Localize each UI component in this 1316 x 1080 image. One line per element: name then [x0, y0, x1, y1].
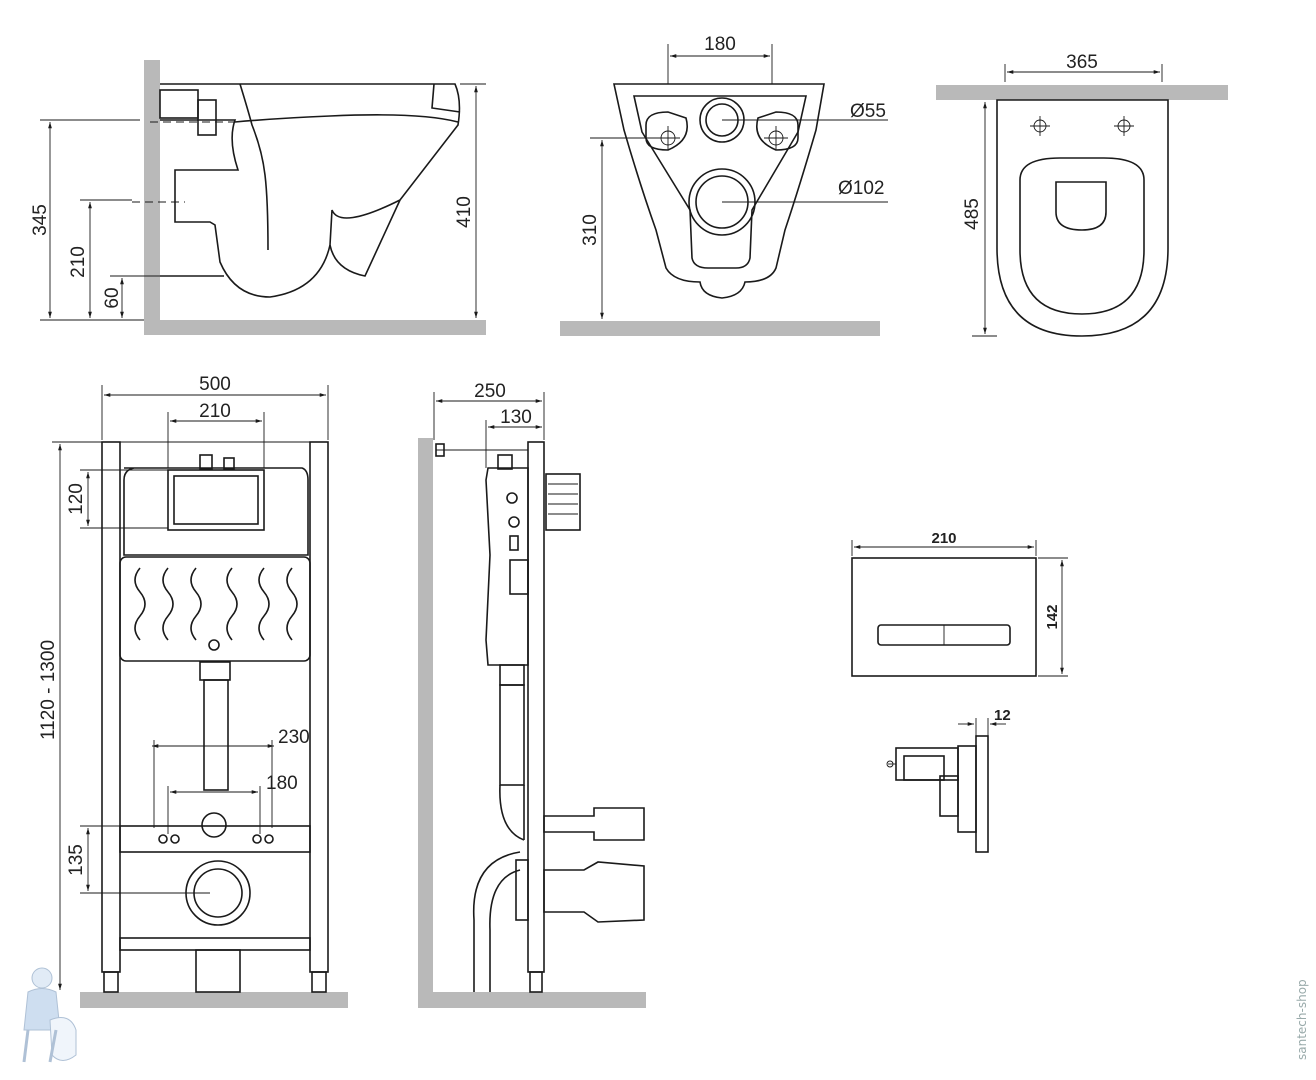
- dim-d55: Ø55: [850, 101, 886, 122]
- flush-button-side: 12: [886, 707, 1011, 853]
- dim-230: 230: [278, 727, 310, 748]
- floor: [418, 992, 646, 1008]
- dim-135: 135: [66, 844, 87, 876]
- dim-210-tank: 210: [199, 401, 231, 422]
- dim-d102: Ø102: [838, 178, 884, 199]
- bowl-back-view: 180 Ø55 Ø102 310: [560, 34, 888, 336]
- dim-60: 60: [102, 287, 123, 308]
- dim-500: 500: [199, 374, 231, 395]
- dim-410: 410: [454, 196, 475, 228]
- watermark: santech-shop: [1295, 979, 1309, 1060]
- dim-250: 250: [474, 381, 506, 402]
- dim-130: 130: [500, 407, 532, 428]
- dim-210: 210: [68, 246, 89, 278]
- dim-310: 310: [580, 214, 601, 246]
- dim-180-holes: 180: [266, 773, 298, 794]
- dim-120: 120: [66, 483, 87, 515]
- dim-1120-1300: 1120 - 1300: [38, 640, 59, 740]
- bowl-side-view: 345 210 60 410: [30, 60, 486, 335]
- plumber-mascot-logo: [22, 967, 77, 1063]
- dim-485: 485: [962, 198, 983, 230]
- floor: [80, 992, 348, 1008]
- frame-side-view: 250 130: [418, 381, 646, 1008]
- flush-button-front: 210 142: [851, 530, 1068, 677]
- dim-180: 180: [704, 34, 736, 55]
- dim-365: 365: [1066, 52, 1098, 73]
- bowl-top-view: 365 485: [936, 52, 1228, 337]
- wall: [418, 438, 433, 1008]
- floor: [560, 321, 880, 336]
- dim-142: 142: [1044, 604, 1061, 629]
- dim-12: 12: [994, 707, 1011, 724]
- dim-345: 345: [30, 204, 51, 236]
- wall: [144, 60, 160, 335]
- dim-210-button: 210: [931, 530, 956, 547]
- floor: [144, 320, 486, 335]
- wall: [936, 85, 1228, 100]
- frame-front-view: 500 210 1120 - 1300 120 230 180 135: [38, 374, 348, 1008]
